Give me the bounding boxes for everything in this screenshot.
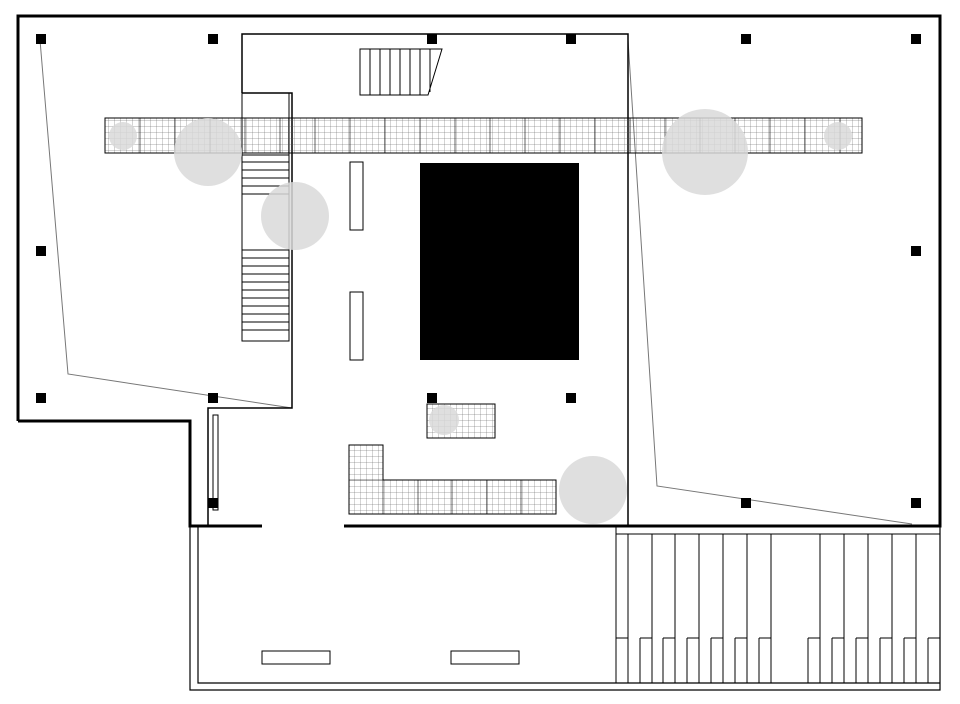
bench-lower xyxy=(349,291,364,361)
sloped-line-right xyxy=(627,39,913,525)
grid-l-shape xyxy=(348,444,557,515)
columns xyxy=(36,34,921,508)
solid-core-volume xyxy=(420,163,579,360)
bench-upper xyxy=(349,161,364,231)
outer-wall xyxy=(16,14,942,528)
entrance-post xyxy=(212,414,219,511)
lower-right-bays xyxy=(615,526,940,683)
planter-left xyxy=(261,650,331,665)
sloped-line-left xyxy=(39,39,293,409)
planter-right xyxy=(450,650,520,665)
tree-circles xyxy=(109,109,852,524)
lower-terrace xyxy=(189,526,941,691)
top-stair xyxy=(359,48,443,96)
